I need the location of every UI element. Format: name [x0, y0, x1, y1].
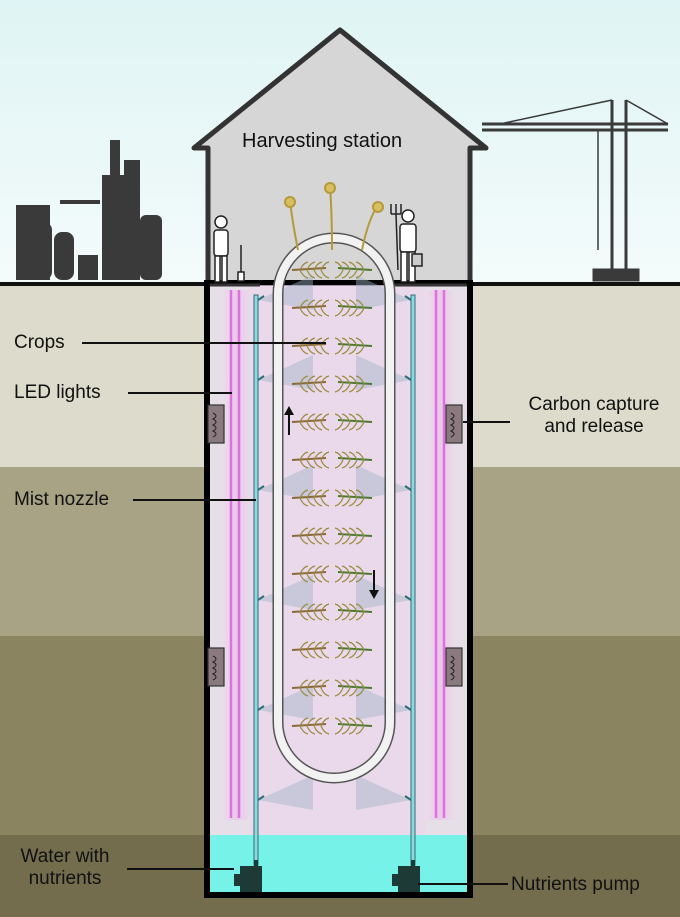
crop-plant — [334, 299, 373, 317]
leader-lines — [82, 342, 510, 885]
led-light-right — [425, 290, 455, 820]
crop-plant — [291, 489, 330, 507]
farmer-with-pitchfork-icon — [390, 204, 423, 283]
crop-plant — [291, 451, 330, 469]
mist-nozzle-spray — [257, 355, 313, 390]
pump-left-icon — [234, 860, 262, 892]
label-carbon-line2: and release — [544, 416, 644, 437]
crop-plant — [334, 413, 373, 431]
crop-plant — [334, 565, 373, 583]
flow-arrow-up-icon — [284, 406, 294, 435]
crop-plant — [334, 489, 373, 507]
mist-nozzle-spray — [356, 465, 412, 500]
crop-plant — [334, 679, 373, 697]
crop-plant — [291, 527, 330, 545]
crop-plant — [334, 451, 373, 469]
led-light-left — [222, 290, 252, 820]
label-nutrients-pump: Nutrients pump — [511, 874, 640, 895]
crop-plant — [334, 603, 373, 621]
flow-arrow-down-icon — [369, 570, 379, 599]
carbon-capture-unit-icon — [207, 404, 225, 444]
carbon-capture-unit-icon — [445, 647, 463, 687]
crop-plant — [291, 641, 330, 659]
mist-nozzle-spray — [356, 575, 412, 610]
mist-nozzle-spray — [257, 465, 313, 500]
mist-nozzle-spray — [257, 575, 313, 610]
mist-pipe-left — [253, 294, 259, 866]
farmer-with-shovel-icon — [213, 215, 245, 283]
mist-sprays — [257, 275, 412, 810]
mist-nozzle-spray — [257, 685, 313, 720]
label-carbon-line1: Carbon capture — [528, 394, 660, 415]
label-water-with-nutrients: Water with nutrients — [12, 846, 118, 890]
label-mist-nozzle: Mist nozzle — [14, 489, 110, 510]
harvested-crops-icon — [284, 182, 384, 251]
crop-plant — [291, 337, 330, 355]
crop-plant — [334, 375, 373, 393]
crop-plant — [291, 603, 330, 621]
pump-right-icon — [392, 860, 420, 892]
carbon-capture-units — [207, 404, 463, 687]
crop-plant — [291, 565, 330, 583]
crop-plant — [334, 641, 373, 659]
crop-plant — [334, 527, 373, 545]
crop-plant — [291, 261, 330, 279]
crop-plant — [291, 299, 330, 317]
mist-nozzle-spray — [257, 775, 313, 810]
label-led-lights: LED lights — [14, 382, 101, 403]
crop-plant — [291, 717, 330, 735]
carbon-capture-unit-icon — [207, 647, 225, 687]
factory-silhouette-icon — [16, 140, 162, 280]
crops-group — [291, 261, 373, 735]
label-carbon-capture: Carbon capture and release — [512, 394, 676, 438]
mist-nozzle-spray — [356, 685, 412, 720]
crop-plant — [291, 375, 330, 393]
mist-nozzle-spray — [356, 355, 412, 390]
crop-plant — [291, 413, 330, 431]
crop-plant — [334, 337, 373, 355]
crop-plant — [334, 717, 373, 735]
label-harvesting-station: Harvesting station — [242, 130, 403, 152]
mist-pipe-right — [410, 294, 416, 866]
crop-plant — [291, 679, 330, 697]
crane-silhouette-icon — [482, 99, 669, 282]
mist-nozzle-spray — [356, 275, 412, 310]
label-water-line2: nutrients — [28, 868, 102, 889]
label-water-line1: Water with — [20, 846, 110, 867]
crop-plant — [334, 261, 373, 279]
carbon-capture-unit-icon — [445, 404, 463, 444]
mist-nozzle-spray — [257, 275, 313, 310]
label-crops: Crops — [14, 332, 65, 353]
mist-nozzle-spray — [356, 775, 412, 810]
